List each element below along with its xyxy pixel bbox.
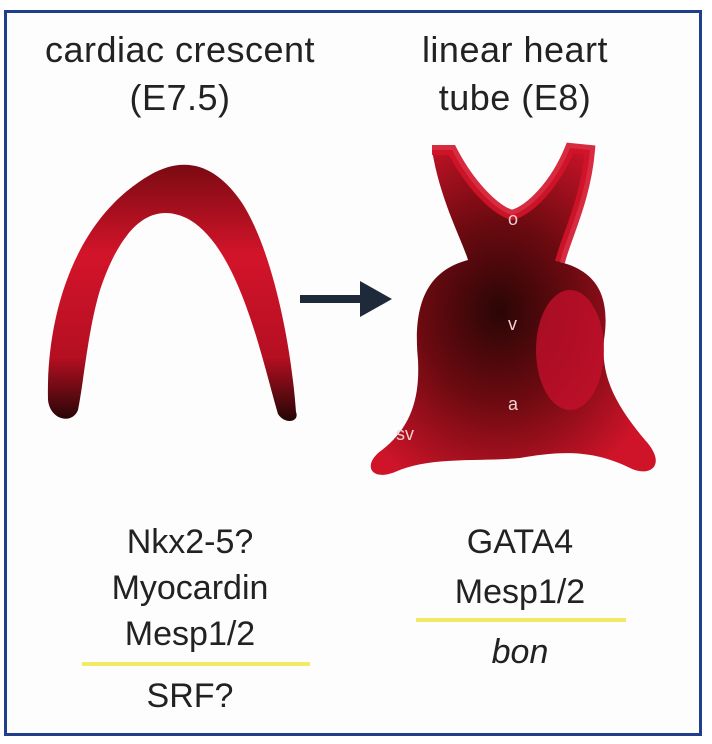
gene-srf: SRF? xyxy=(40,674,340,718)
gene-gata4: GATA4 xyxy=(370,520,670,564)
progression-arrow xyxy=(300,281,392,317)
gene-myocardin: Myocardin xyxy=(40,566,340,610)
gene-nkx2-5: Nkx2-5? xyxy=(40,520,340,564)
tube-label-o: o xyxy=(508,209,518,229)
cardiac-crescent-shape xyxy=(48,165,297,421)
gene-mesp1-2-left: Mesp1/2 xyxy=(40,612,340,656)
gene-mesp1-2-right: Mesp1/2 xyxy=(370,570,670,614)
highlight-underline-left xyxy=(82,662,310,666)
tube-label-v: v xyxy=(508,314,517,334)
highlight-underline-right xyxy=(416,618,626,622)
tube-label-sv: sv xyxy=(396,424,414,444)
gene-bon: bon xyxy=(370,630,670,674)
tube-label-a: a xyxy=(508,394,519,414)
